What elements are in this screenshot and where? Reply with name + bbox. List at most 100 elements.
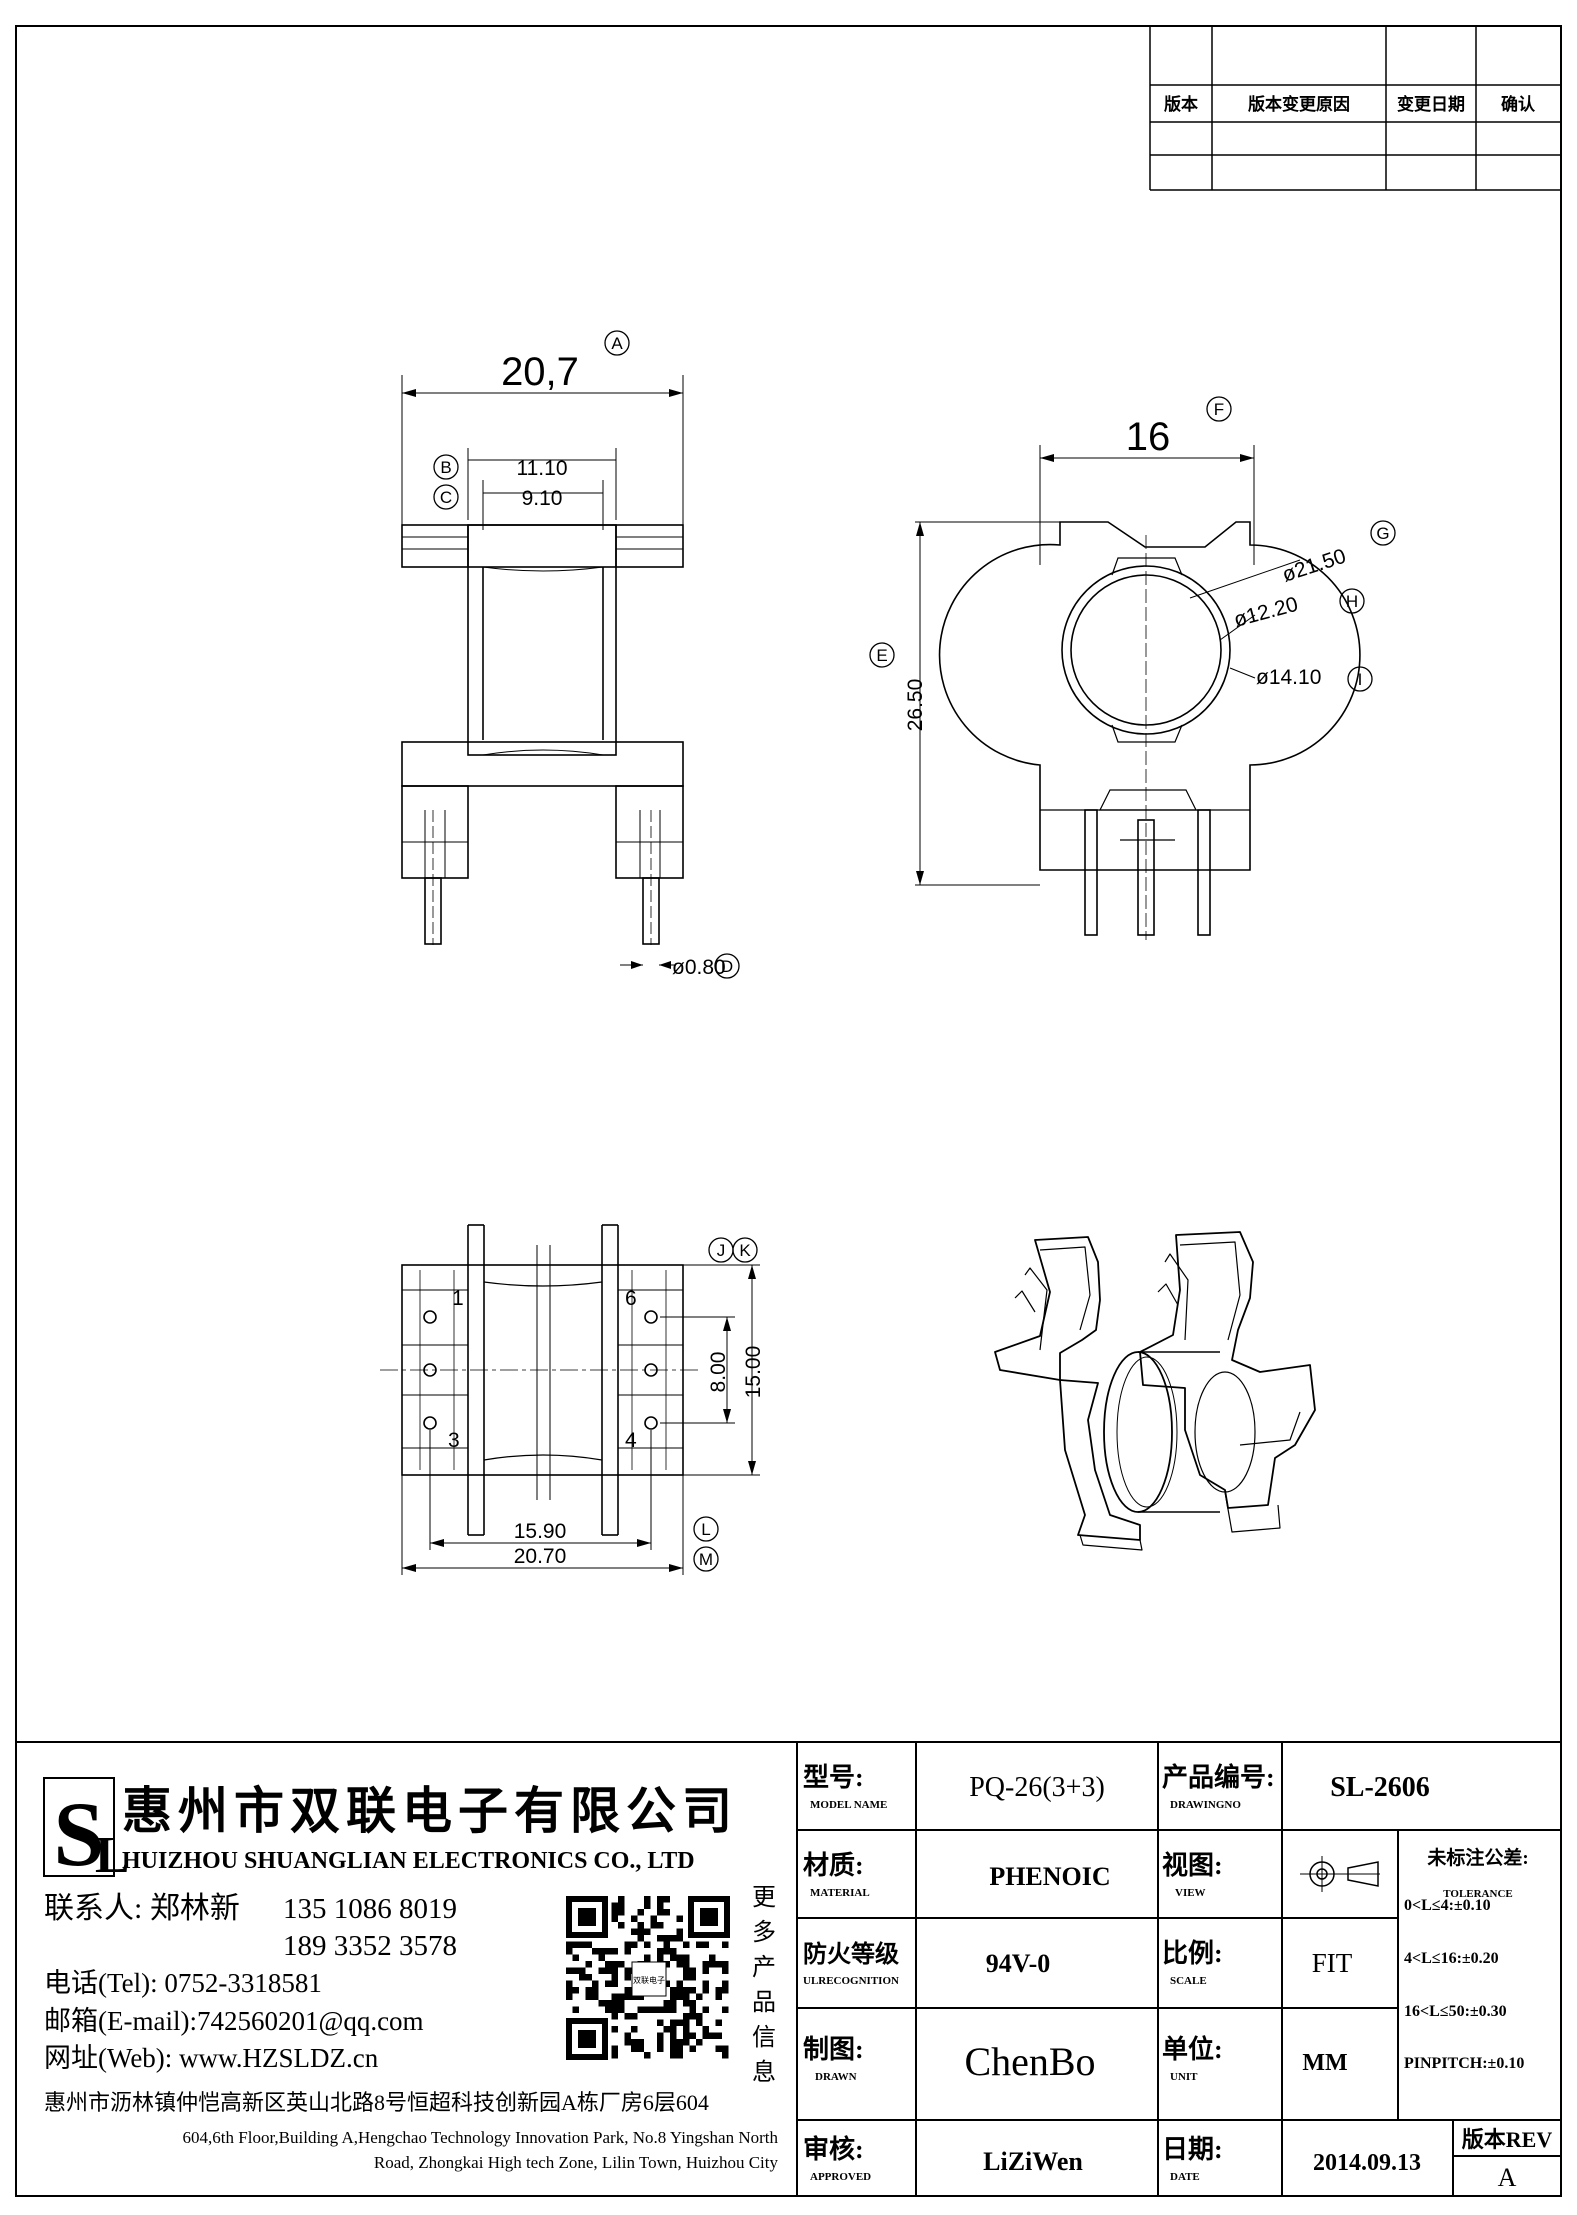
pin-3-label: 3 [448,1429,460,1452]
drawingno-label-en: DRAWINGNO [1170,1799,1241,1811]
flame-value: 94V-0 [986,1949,1051,1978]
rev-header-version: 版本 [1164,94,1198,114]
phone-2: 189 3352 3578 [283,1930,457,1962]
tolerance-label-en: TOLERANCE [1443,1888,1512,1900]
contact-person: 联系人: 郑林新 [44,1892,240,1925]
material-label-en: MATERIAL [810,1887,870,1899]
company-name-en: HUIZHOU SHUANGLIAN ELECTRONICS CO., LTD [122,1848,695,1874]
drawn-label-en: DRAWN [815,2071,857,2083]
dim-b-letter: B [440,458,451,477]
flame-label: 防火等级 [803,1940,899,1968]
material-value: PHENOIC [989,1862,1110,1891]
qr-caption: 更 多 产 品 信 息 [752,1885,776,2086]
unit-value: MM [1302,2050,1347,2076]
svg-text:S: S [53,1783,104,1885]
qr-caption-6: 息 [752,2059,776,2086]
dim-l-value: 15.90 [514,1520,567,1543]
tolerance-2: 4<L≤16:±0.20 [1404,1950,1499,1967]
model-label-en: MODEL NAME [810,1799,887,1811]
rev-header-reason: 版本变更原因 [1248,94,1350,114]
svg-text:双联电子: 双联电子 [633,1975,665,1985]
dim-m-value: 20.70 [514,1545,567,1568]
dim-g-letter: G [1376,524,1389,543]
model-value: PQ-26(3+3) [969,1772,1105,1803]
dim-m-balloon [693,1546,719,1572]
scale-label-en: SCALE [1170,1975,1207,1987]
qr-caption-1: 更 [752,1885,776,1911]
qr-caption-5: 信 [752,2024,776,2051]
scale-value: FIT [1312,1948,1353,1978]
unit-label: 单位: [1162,2034,1223,2064]
dim-g-value: ø21.50 [1279,545,1348,587]
drawingno-value: SL-2606 [1330,1772,1430,1803]
rev-label: 版本REV [1462,2127,1553,2152]
approved-label: 审核: [803,2134,864,2164]
dim-i-letter: I [1358,670,1363,689]
company-logo: S L [43,1777,130,1885]
tel: 电话(Tel): 0752-3318581 [44,1968,322,1998]
rev-header-date: 变更日期 [1397,94,1465,114]
date-label: 日期: [1162,2135,1223,2164]
dim-f-letter: F [1214,400,1224,419]
dim-c-letter: C [440,488,452,507]
tolerance-4: PINPITCH:±0.10 [1404,2055,1524,2072]
tolerance-label: 未标注公差: [1426,1846,1528,1869]
projection-symbol-icon [1300,1856,1380,1892]
dim-g-balloon [1370,520,1396,546]
dim-d-value: ø0.80 [672,956,726,979]
drawn-value: ChenBo [964,2039,1095,2084]
qr-code: 双联电子 [563,1893,733,2063]
qr-caption-4: 品 [752,1990,776,2016]
svg-text:L: L [95,1827,130,1884]
pin-6-label: 6 [625,1287,637,1310]
dim-h-letter: H [1346,592,1358,611]
dim-k-letter: K [739,1241,751,1260]
dim-d-letter: D [721,957,733,976]
dim-e-value: 26.50 [904,679,927,732]
view-label: 视图: [1162,1851,1223,1880]
company-name-cn: 惠州市双联电子有限公司 [122,1783,738,1839]
qr-caption-3: 产 [752,1954,776,1981]
dim-m-letter: M [699,1550,713,1569]
bottom-view [380,1224,760,1575]
dim-1500-value: 15.00 [742,1346,765,1399]
dim-f-value: 16 [1126,415,1171,459]
material-label: 材质: [803,1851,864,1880]
side-view [915,445,1361,940]
dim-d-balloon [714,953,740,979]
drawn-label: 制图: [803,2035,864,2064]
dim-800-value: 8.00 [707,1352,730,1393]
dim-b-value: 11.10 [517,457,568,480]
qr-caption-2: 多 [752,1919,776,1946]
address-cn: 惠州市沥林镇仲恺高新区英山北路8号恒超科技创新园A栋厂房6层604 [44,2090,709,2115]
pin-4-label: 4 [625,1429,637,1452]
dim-i-balloon [1347,666,1373,692]
model-label: 型号: [803,1763,864,1792]
dim-c-balloon [433,484,459,510]
dim-a-letter: A [611,334,623,353]
dim-e-letter: E [876,646,887,665]
view-label-en: VIEW [1175,1887,1206,1899]
website: 网址(Web): www.HZSLDZ.cn [44,2043,379,2073]
approved-label-en: APPROVED [810,2171,871,2183]
address-en-1: 604,6th Floor,Building A,Hengchao Techno… [183,2128,779,2147]
phone-1: 135 1086 8019 [283,1893,457,1925]
approved-value: LiZiWen [983,2147,1083,2176]
sheet-border [15,25,1562,2197]
rev-value: A [1498,2163,1517,2192]
revision-table [1149,26,1561,191]
dim-f-balloon [1206,396,1232,422]
title-block-grid [16,1741,1561,2196]
date-label-en: DATE [1170,2171,1200,2183]
date-value: 2014.09.13 [1313,2150,1421,2176]
rev-header-confirm: 确认 [1501,94,1536,114]
scale-label: 比例: [1162,1939,1223,1968]
front-view [401,375,684,969]
dim-l-letter: L [701,1520,710,1539]
dim-h-balloon [1339,588,1365,614]
isometric-view [994,1231,1316,1551]
tolerance-1: 0<L≤4:±0.10 [1404,1897,1491,1914]
dim-a-value: 20,7 [501,350,579,394]
dim-b-balloon [433,454,459,480]
